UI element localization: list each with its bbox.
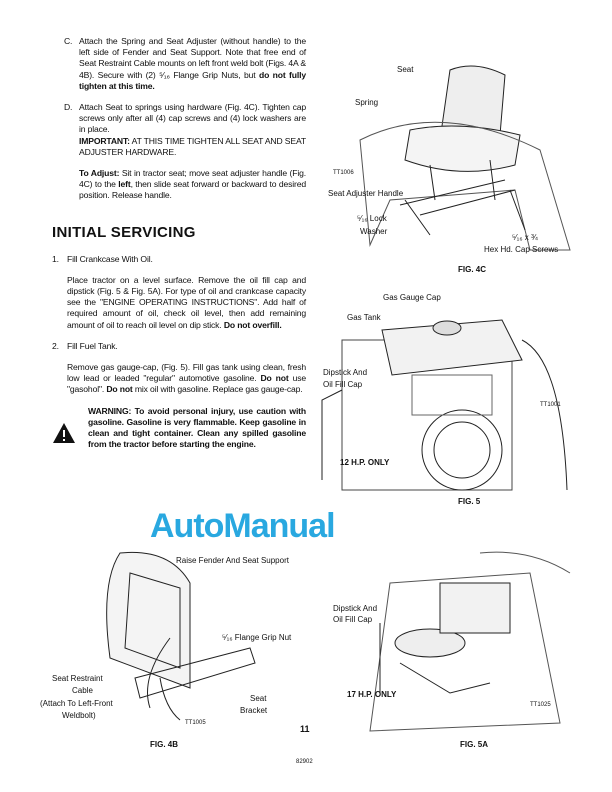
attach-note-label-1: (Attach To Left-Front — [40, 699, 113, 708]
fig4b-caption: FIG. 4B — [150, 740, 179, 749]
step-2-text-2: use "gasohol". — [67, 373, 306, 395]
step-1-title: Fill Crankcase With Oil. — [67, 253, 153, 264]
seat-label: Seat — [397, 65, 414, 74]
adjust-text: To Adjust: Sit in tractor seat; move sea… — [64, 168, 306, 202]
section-title: INITIAL SERVICING — [52, 223, 196, 241]
warning-block: WARNING: To avoid personal injury, use c… — [52, 406, 306, 451]
text-column: C. Attach the Spring and Seat Adjuster (… — [52, 36, 306, 450]
step-d-text: Attach Seat to springs using hardware (F… — [79, 102, 306, 135]
important-text: AT THIS TIME TIGHTEN ALL SEAT AND SEAT A… — [79, 135, 306, 157]
step-1-body: Place tractor on a level surface. Remove… — [67, 274, 306, 330]
adjust-text-2: , then slide seat forward or backward to… — [79, 179, 306, 201]
fig5-hp-note: 12 H.P. ONLY — [340, 458, 390, 467]
watermark: AutoManual — [150, 507, 336, 545]
seat-assembly-illustration — [359, 65, 571, 251]
fig5-dipstick-label-1: Dipstick And — [323, 368, 368, 377]
adjust-label: To Adjust: — [79, 168, 120, 179]
step-c-text: Attach the Spring and Seat Adjuster (wit… — [79, 36, 306, 80]
fig5a-dipstick-label-1: Dipstick And — [333, 604, 378, 613]
fig5a-hp-note: 17 H.P. ONLY — [347, 690, 397, 699]
step-d: D. Attach Seat to springs using hardware… — [64, 102, 306, 158]
spring-label: Spring — [355, 98, 379, 107]
adjust-bold: left — [118, 179, 131, 190]
fig5-code: TT1001 — [540, 402, 561, 408]
fig5a-caption: FIG. 5A — [460, 740, 489, 749]
lock-washer-label-2: Washer — [360, 227, 388, 236]
cap-screws-label-1: ⁵⁄₁₆ x ¾ — [512, 233, 538, 242]
gas-tank-label: Gas Tank — [347, 313, 381, 322]
step-2-text-3: mix oil with gasoline. Replace gas gauge… — [134, 384, 303, 395]
important-label: IMPORTANT: — [79, 135, 130, 146]
seat-bracket-label-2: Bracket — [240, 706, 268, 715]
seat-restraint-cable-label-2: Cable — [72, 686, 93, 695]
seat-restraint-cable-label-1: Seat Restraint — [52, 674, 103, 683]
step-c-marker: C. — [64, 36, 73, 46]
fender-seat-support-illustration — [106, 551, 256, 721]
step-2-title: Fill Fuel Tank. — [67, 340, 118, 351]
attach-note-label-2: Weldbolt) — [62, 711, 96, 720]
seat-adjuster-handle-label: Seat Adjuster Handle — [328, 189, 404, 198]
flange-grip-nut-label: ⁵⁄₁₆ Flange Grip Nut — [222, 633, 292, 642]
step-1: 1. Fill Crankcase With Oil. — [52, 254, 306, 265]
step-2: 2. Fill Fuel Tank. — [52, 341, 306, 352]
step-c: C. Attach the Spring and Seat Adjuster (… — [64, 36, 306, 92]
fig5-caption: FIG. 5 — [458, 497, 481, 506]
step-1-text: Place tractor on a level surface. Remove… — [52, 275, 306, 331]
step-2-marker: 2. — [52, 340, 59, 351]
fuel-tank-illustration — [321, 319, 568, 491]
fig5a-dipstick-label-2: Oil Fill Cap — [333, 615, 373, 624]
step-2-bold-1: Do not — [260, 373, 289, 384]
raise-fender-label: Raise Fender And Seat Support — [176, 556, 289, 565]
step-2-text: Remove gas gauge-cap, (Fig. 5). Fill gas… — [52, 362, 306, 396]
fig5-dipstick-label-2: Oil Fill Cap — [323, 380, 363, 389]
engine-17hp-illustration — [369, 551, 571, 732]
step-1-bold: Do not overfill. — [223, 319, 282, 330]
fig4c-code: TT1006 — [333, 170, 354, 176]
cap-screws-label-2: Hex Hd. Cap Screws — [484, 245, 559, 254]
lock-washer-label-1: ⁵⁄₁₆ Lock — [357, 214, 387, 223]
warning-triangle-icon — [53, 422, 75, 443]
doc-code: 82902 — [296, 759, 313, 765]
warning-text: WARNING: To avoid personal injury, use c… — [88, 405, 306, 450]
step-2-text-1: Remove gas gauge-cap, (Fig. 5). Fill gas… — [67, 362, 306, 384]
step-c-bold: do not fully tighten at this time. — [79, 69, 306, 91]
fig4b-code: TT1005 — [185, 720, 206, 726]
seat-bracket-label-1: Seat — [250, 694, 267, 703]
gas-gauge-cap-label: Gas Gauge Cap — [383, 293, 441, 302]
step-2-bold-2: Do not — [106, 384, 133, 395]
fig4c-caption: FIG. 4C — [458, 265, 487, 274]
page-number: 11 — [300, 724, 310, 734]
step-d-marker: D. — [64, 102, 73, 113]
step-1-marker: 1. — [52, 253, 59, 264]
fig5a-code: TT1025 — [530, 702, 551, 708]
adjust-text-1: Sit in tractor seat; move seat adjuster … — [79, 168, 306, 190]
